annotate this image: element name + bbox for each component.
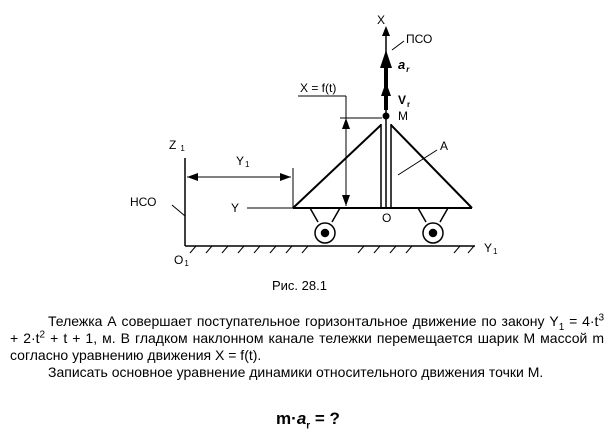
a-leader	[397, 149, 438, 176]
x-eq-label: X = f(t)	[300, 81, 336, 95]
problem-paragraph-1: Тележка А совершает поступательное гориз…	[10, 312, 605, 363]
o1-label: O1	[174, 253, 189, 268]
axis-x-label: X	[377, 13, 385, 27]
y1-dim-arrow-left	[187, 173, 198, 181]
cart-right-slope	[390, 124, 473, 209]
x-axis-arrow	[382, 26, 390, 36]
y1-dim-label: Y1	[236, 154, 250, 169]
y1-dim-arrow-right	[280, 173, 291, 181]
nso-label: НСО	[130, 195, 156, 209]
m-label: M	[398, 109, 408, 123]
nso-leader	[171, 204, 186, 217]
cart-left-slope	[292, 124, 382, 209]
a-r-label: ar	[398, 57, 410, 74]
problem-statement: Тележка А совершает поступательное гориз…	[10, 313, 604, 381]
o-label: O	[382, 211, 391, 225]
figure-caption: Рис. 28.1	[272, 278, 327, 293]
question-equation: m·ar = ?	[276, 409, 340, 432]
x-dim-arrow-top	[342, 118, 350, 129]
y1-axis-label: Y1	[484, 241, 498, 256]
v-r-label: Vr	[398, 93, 410, 109]
a-label: A	[440, 139, 448, 153]
ground-hatching	[189, 245, 475, 254]
y-label: Y	[231, 201, 239, 215]
wheel-right	[417, 207, 449, 244]
pso-label: ПСО	[406, 32, 432, 46]
ball-m	[382, 112, 390, 120]
a-r-arrowhead	[380, 50, 392, 68]
pso-leader	[391, 40, 405, 51]
v-r-arrowhead	[381, 82, 391, 96]
problem-paragraph-2: Записать основное уравнение динамики отн…	[48, 364, 544, 380]
x-dim-arrow-bottom	[342, 195, 350, 206]
wheel-left	[309, 207, 341, 244]
